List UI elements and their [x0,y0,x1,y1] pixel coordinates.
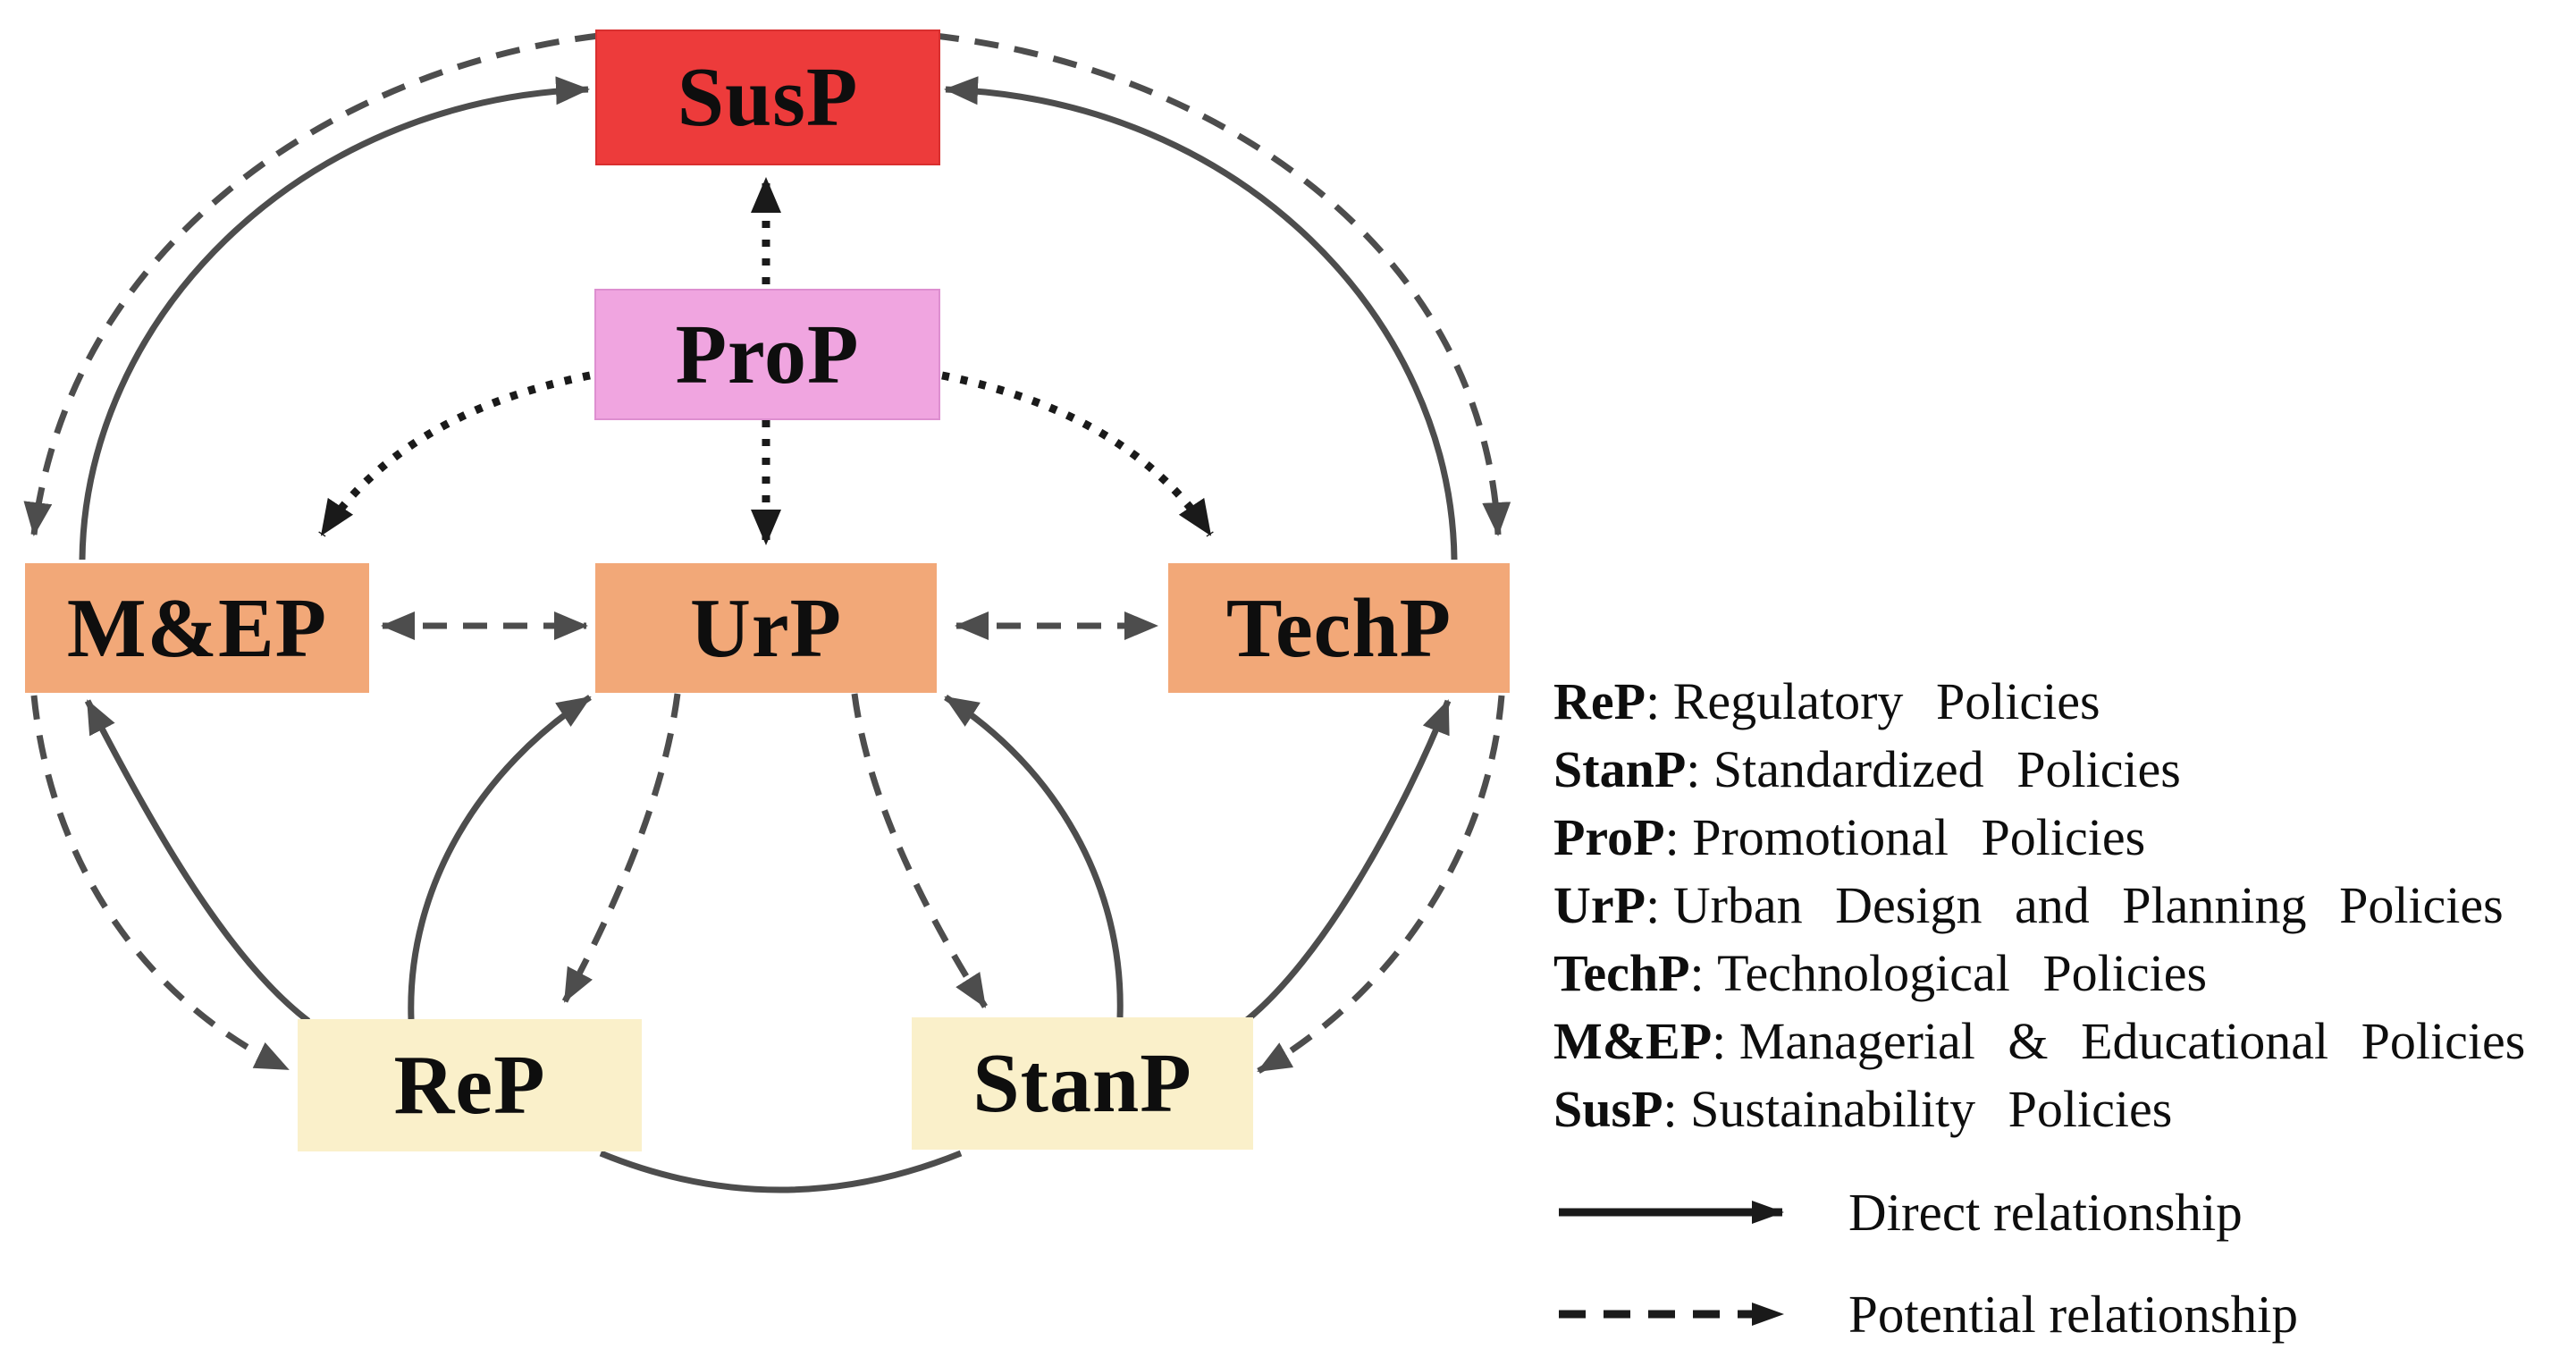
node-urp: UrP [595,563,937,693]
edge-mep-to-rep-potential [30,695,290,1073]
node-prop-label: ProP [675,308,860,401]
legend-definition-urp: UrP: Urban Design and Planning Policies [1553,876,2504,934]
legend-key-potential: Potential relationship [1557,1280,2298,1348]
edge-prop-to-techp-dotted [941,371,1214,537]
legend-definition-susp: SusP: Sustainability Policies [1553,1080,2173,1138]
legend-definition-prop: ProP: Promotional Policies [1553,808,2146,866]
edge-urp-to-rep-potential [561,693,681,1003]
node-mep: M&EP [25,563,369,693]
edge-rep-to-urp-direct [408,695,592,1020]
edge-stanp-to-urp-direct [944,695,1124,1018]
node-mep-label: M&EP [66,581,328,675]
node-techp: TechP [1168,563,1510,693]
node-stanp-label: StanP [972,1037,1192,1130]
legend-key-direct: Direct relationship [1557,1178,2243,1246]
legend-definition-rep: ReP: Regulatory Policies [1553,672,2100,730]
edge-rep-stanp-direct [599,1150,963,1193]
node-prop: ProP [594,289,940,420]
edge-rep-to-mep-direct [84,699,311,1024]
node-stanp: StanP [912,1017,1253,1150]
node-urp-label: UrP [689,581,843,675]
node-rep: ReP [298,1019,642,1151]
edge-stanp-to-techp-direct [1240,699,1452,1026]
legend-definition-techp: TechP: Technological Policies [1553,944,2208,1002]
edge-susp-to-mep-potential [23,32,600,536]
node-susp: SusP [595,30,940,165]
legend-definition-mep: M&EP: Managerial & Educational Policies [1553,1012,2526,1070]
legend-definitions: ReP: Regulatory Policies StanP: Standard… [1553,668,2525,1143]
edge-urp-to-stanp-potential [851,693,988,1008]
legend-key-potential-label: Potential relationship [1848,1284,2299,1344]
solid-arrow-icon [1559,1201,1784,1224]
legend-key-direct-label: Direct relationship [1848,1182,2243,1242]
node-rep-label: ReP [393,1039,546,1132]
legend-definition-stanp: StanP: Standardized Policies [1553,740,2181,798]
edge-mep-to-susp-direct [79,76,590,561]
dashed-arrow-icon [1559,1303,1784,1326]
edge-susp-to-techp-potential [934,32,1511,536]
node-susp-label: SusP [677,51,859,144]
edge-techp-to-stanp-potential [1257,695,1505,1075]
edge-techp-to-susp-direct [944,76,1458,561]
edge-prop-to-mep-dotted [318,371,591,537]
node-techp-label: TechP [1225,581,1452,675]
